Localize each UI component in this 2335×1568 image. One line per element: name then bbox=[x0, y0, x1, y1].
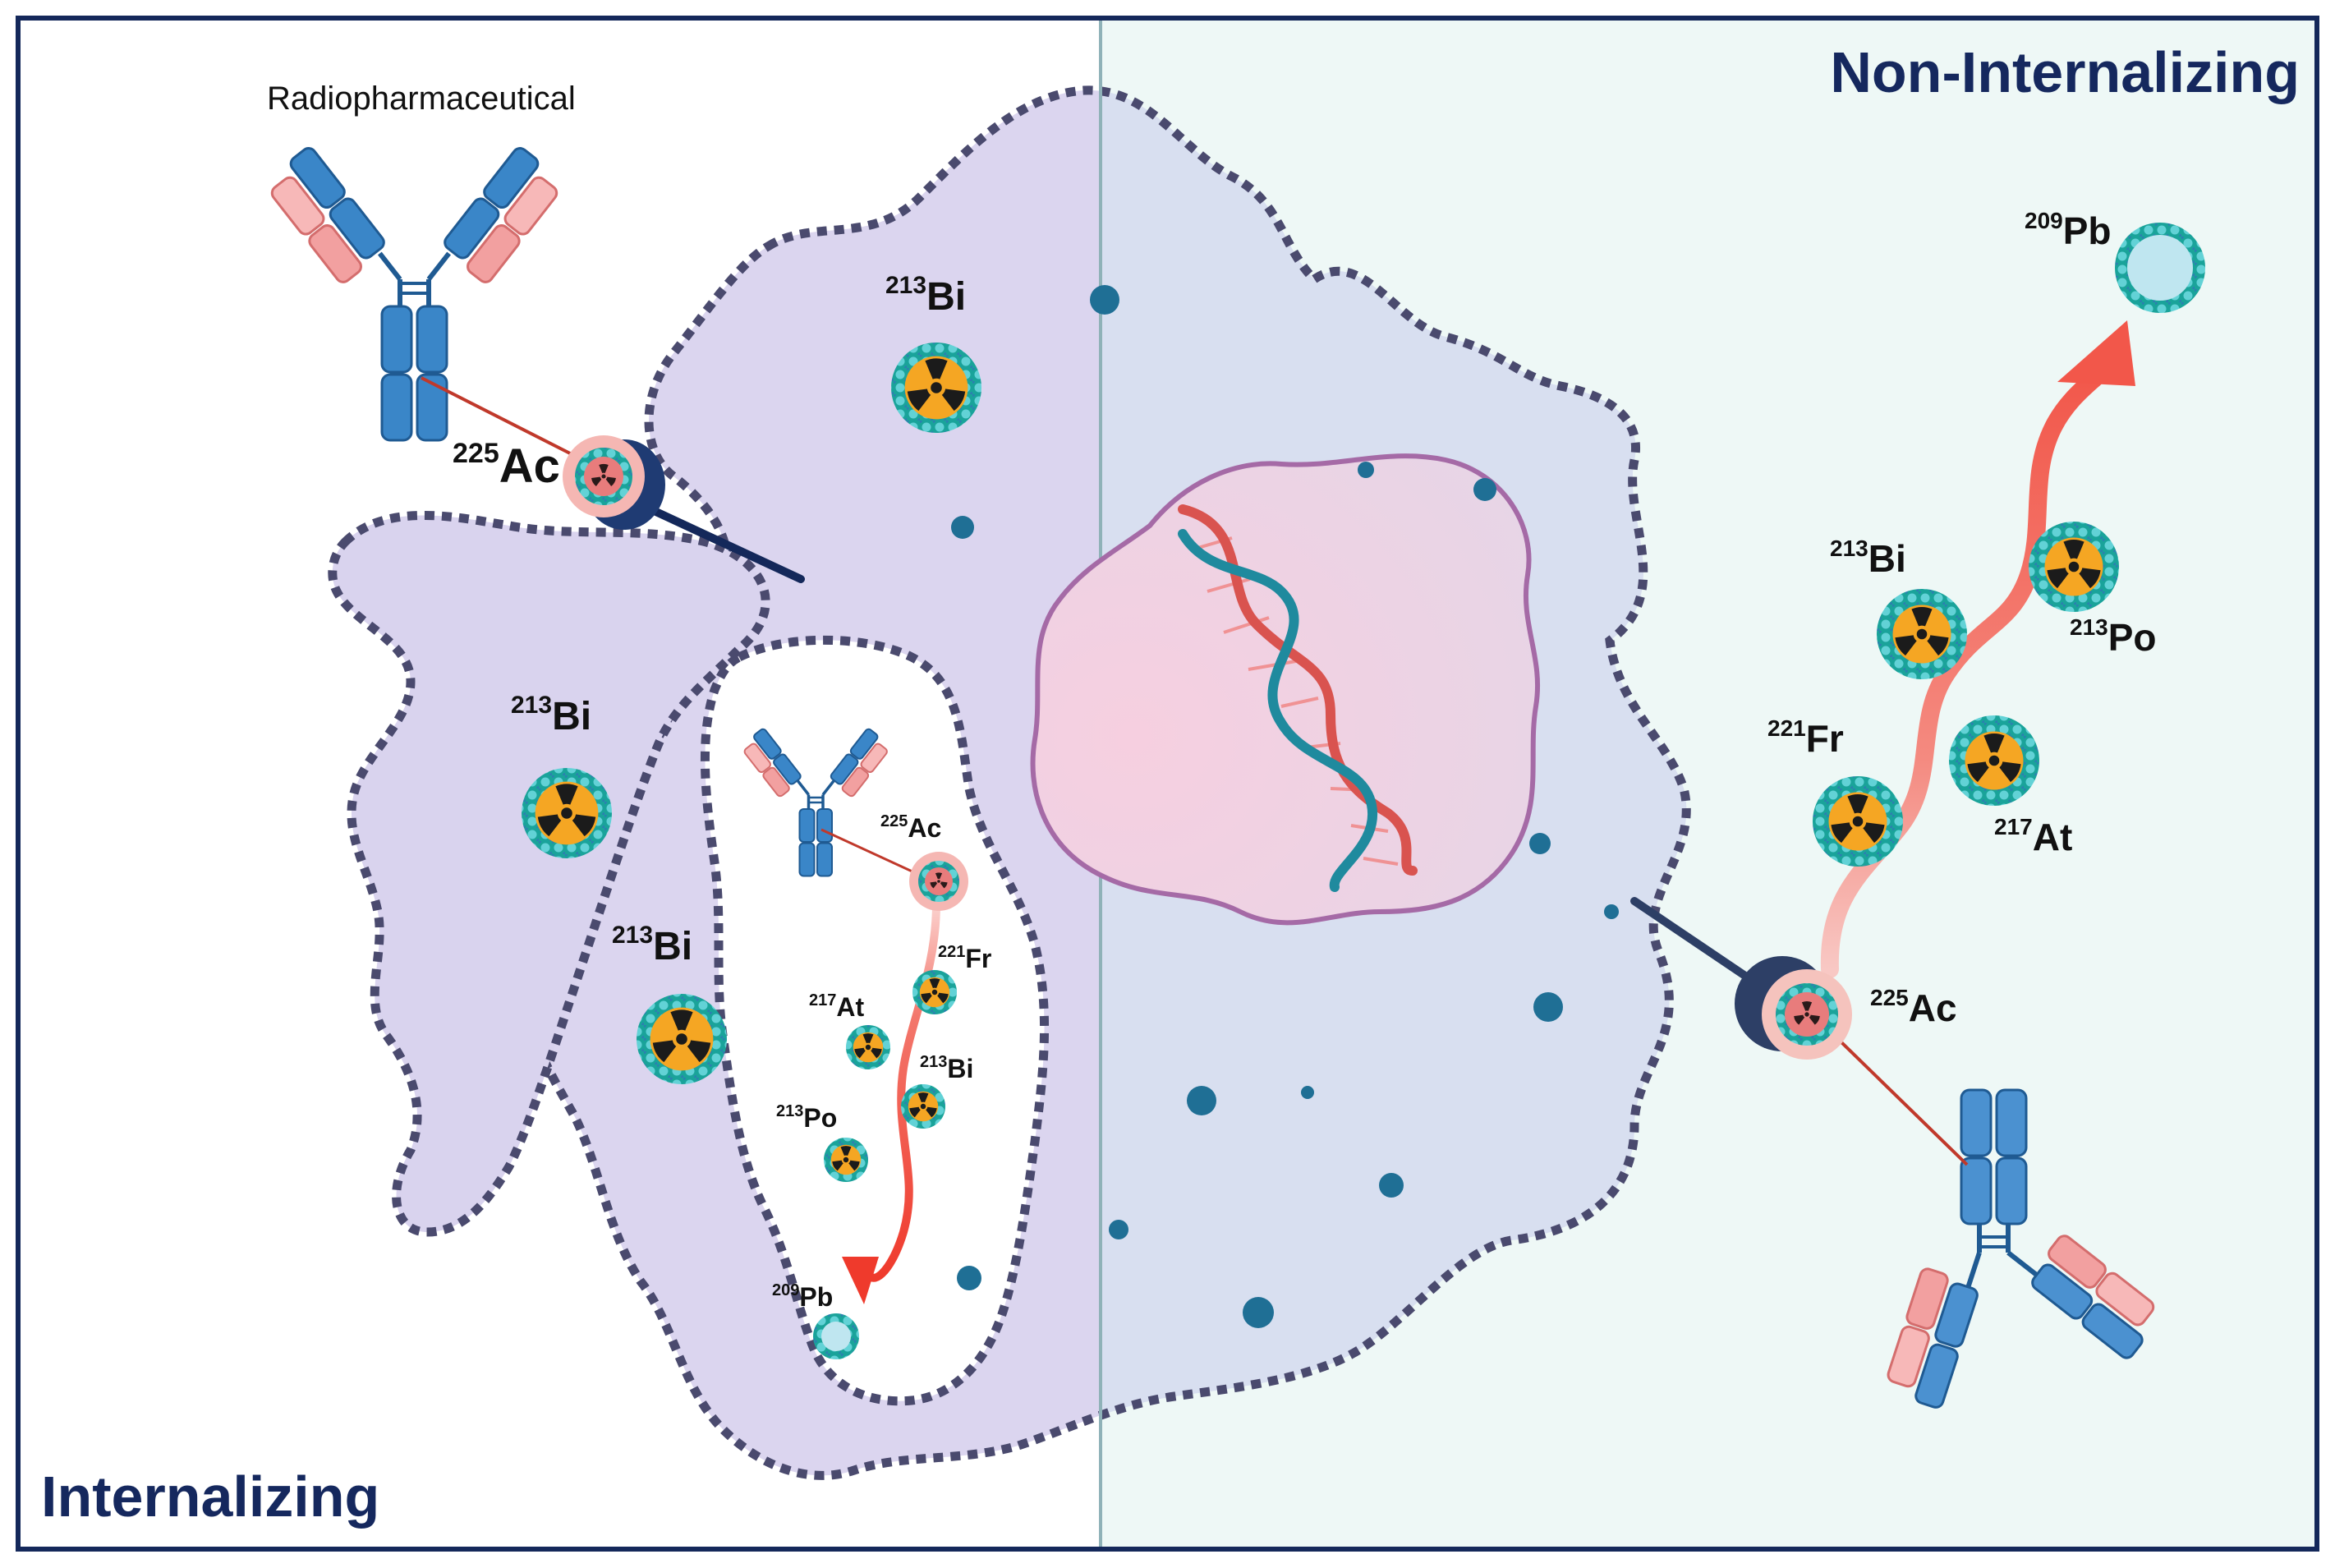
at217-particle-right bbox=[1949, 715, 2039, 806]
bi213-particle-left bbox=[522, 768, 612, 858]
endosome bbox=[700, 635, 1050, 1406]
granule bbox=[1187, 1086, 1216, 1115]
non-internalizing-title: Non-Internalizing bbox=[1830, 40, 2300, 104]
at217-label-internalized: 217At bbox=[809, 991, 864, 1022]
granule bbox=[1473, 478, 1496, 501]
ac225-label-right: 225Ac bbox=[1870, 985, 1957, 1029]
granule bbox=[1301, 1086, 1314, 1099]
po213-label-right: 213Po bbox=[2070, 614, 2157, 659]
figure-frame bbox=[16, 16, 2319, 1552]
decay-arrowhead-surface bbox=[2057, 320, 2135, 386]
fr221-label-internalized: 221Fr bbox=[938, 943, 991, 973]
granule bbox=[1109, 1220, 1128, 1239]
po213-particle-right bbox=[2029, 522, 2119, 612]
bi213-particle-right bbox=[1877, 589, 1967, 679]
granule bbox=[1358, 462, 1374, 478]
pb209-label-internalized: 209Pb bbox=[772, 1281, 833, 1312]
cytoplasmic-granules bbox=[951, 285, 1619, 1328]
membrane-anchor-surface bbox=[1630, 897, 1770, 994]
linker-internalized bbox=[820, 828, 917, 875]
ac225-label-top: 225Ac bbox=[453, 438, 560, 493]
ac225-surface bbox=[1735, 956, 1852, 1060]
ac225-internalized bbox=[909, 852, 968, 911]
linker bbox=[421, 376, 576, 458]
ac225-label-internalized: 225Ac bbox=[880, 812, 941, 843]
antibody-surface bbox=[1887, 1088, 2155, 1409]
bi213-particle-lower bbox=[637, 994, 727, 1084]
bi213-label-internalized: 213Bi bbox=[920, 1053, 973, 1083]
bi213-label-top: 213Bi bbox=[885, 272, 966, 319]
po213-label-internalized: 213Po bbox=[776, 1102, 837, 1133]
bi213-particle-internalized bbox=[901, 1084, 945, 1129]
pb209-particle-right bbox=[2115, 223, 2205, 313]
granule bbox=[957, 1266, 981, 1290]
fr221-particle-internalized bbox=[912, 970, 957, 1014]
fr221-label-right: 221Fr bbox=[1767, 715, 1844, 760]
po213-particle-internalized bbox=[824, 1138, 868, 1182]
ac225-chelator-top bbox=[563, 435, 665, 530]
radiopharmaceutical-label: Radiopharmaceutical bbox=[267, 80, 576, 117]
granule bbox=[1604, 904, 1619, 919]
internalizing-title: Internalizing bbox=[41, 1465, 379, 1529]
at217-label-right: 217At bbox=[1994, 814, 2072, 858]
granule bbox=[1243, 1297, 1274, 1328]
fr221-particle-right bbox=[1813, 776, 1903, 867]
granule bbox=[1379, 1173, 1404, 1198]
nucleus bbox=[1030, 453, 1541, 926]
antibody-free bbox=[270, 147, 558, 442]
antibody-internalized bbox=[743, 728, 888, 877]
bi213-label-right: 213Bi bbox=[1830, 536, 1906, 580]
granule bbox=[1090, 285, 1119, 315]
decay-arrowhead-internalized bbox=[842, 1257, 879, 1304]
cell-lobe-left bbox=[328, 511, 770, 1237]
bi213-label-lower: 213Bi bbox=[612, 922, 692, 968]
pb209-particle-internalized bbox=[813, 1313, 859, 1359]
granule bbox=[951, 516, 974, 539]
at217-particle-internalized bbox=[846, 1025, 890, 1069]
pb209-label-right: 209Pb bbox=[2025, 208, 2112, 252]
bi213-label-left: 213Bi bbox=[511, 692, 591, 738]
dna-helix bbox=[1178, 504, 1418, 892]
granule bbox=[1533, 992, 1563, 1022]
granule bbox=[1529, 833, 1551, 854]
bi213-particle-top bbox=[891, 343, 981, 433]
